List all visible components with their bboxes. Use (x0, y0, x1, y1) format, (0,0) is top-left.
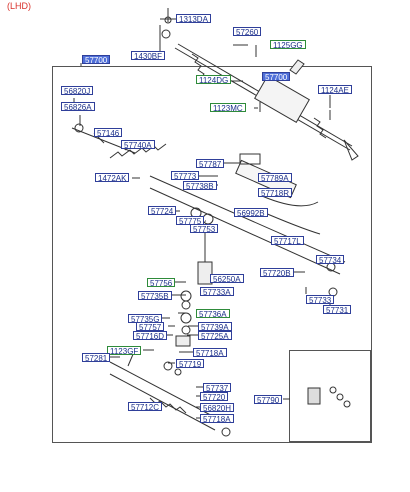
callout-1313DA: 1313DA (176, 14, 211, 24)
callout-56826A: 56826A (61, 102, 95, 112)
rack-housing (149, 175, 346, 263)
callout-57720B: 57720B (260, 268, 294, 278)
bracket (239, 153, 261, 165)
callout-57712C: 57712C (128, 402, 163, 412)
callout-57718R: 57718R (258, 188, 293, 198)
tie-rod-end (221, 427, 231, 437)
callout-57720: 57720 (200, 392, 229, 402)
callout-1124AE: 1124AE (318, 85, 352, 95)
callout-1472AK: 1472AK (95, 173, 130, 183)
callout-57789A: 57789A (258, 173, 292, 183)
seal-ring (202, 213, 214, 225)
feed-line (261, 195, 319, 207)
callout-57146: 57146 (94, 128, 123, 138)
lower-rack (109, 373, 216, 431)
callout-1123GF: 1123GF (107, 346, 142, 356)
retainer (175, 335, 191, 347)
assembly-frame (52, 66, 372, 443)
valve-body (197, 261, 213, 285)
callout-57281: 57281 (82, 353, 111, 363)
kit-seal (336, 393, 344, 401)
callout-57790: 57790 (254, 395, 283, 405)
callout-57725A: 57725A (198, 331, 232, 341)
pinion-valve (289, 59, 305, 75)
kit-seal (343, 400, 351, 408)
callout-57757: 57757 (136, 322, 165, 332)
callout-57734: 57734 (316, 255, 345, 265)
callout-57700-housing: 57700 (262, 72, 291, 82)
seal (181, 325, 191, 335)
callout-57736A: 57736A (196, 309, 230, 319)
boot (109, 143, 167, 159)
callout-57718A: 57718A (193, 348, 227, 358)
kit-seal (329, 386, 337, 394)
boot (313, 117, 327, 139)
callout-56992B: 56992B (234, 208, 268, 218)
seal (180, 312, 192, 324)
lhd-label: (LHD) (7, 1, 31, 11)
callout-56820H: 56820H (200, 403, 235, 413)
nut (163, 361, 173, 371)
callout-57773: 57773 (171, 171, 200, 181)
callout-57719: 57719 (176, 359, 205, 369)
tie-rod-end (74, 123, 84, 133)
callout-57739A: 57739A (198, 322, 232, 332)
tie-rod-end-right (343, 139, 359, 161)
callout-57738B: 57738B (183, 181, 217, 191)
callout-1125GG: 1125GG (270, 40, 306, 50)
kit-valve (307, 387, 321, 405)
callout-57756: 57756 (147, 278, 176, 288)
callout-1124DG: 1124DG (196, 75, 232, 85)
callout-1430BF: 1430BF (131, 51, 166, 61)
bolt-head (164, 16, 172, 24)
callout-57787: 57787 (196, 159, 225, 169)
callout-57718A-lower: 57718A (200, 414, 234, 424)
steering-gear-housing (254, 75, 310, 123)
callout-57724: 57724 (148, 206, 177, 216)
callout-57700-main: 57700 (82, 55, 111, 65)
o-ring (181, 300, 191, 310)
nut (174, 368, 182, 376)
kit-inset-frame (289, 350, 371, 442)
o-ring (180, 290, 192, 302)
callout-57735B: 57735B (138, 291, 172, 301)
callout-57733: 57733 (306, 295, 335, 305)
callout-57740A: 57740A (121, 140, 155, 150)
callout-57733A: 57733A (200, 287, 234, 297)
rack-housing (149, 187, 341, 275)
callout-56820J: 56820J (61, 86, 94, 96)
callout-57717L: 57717L (271, 236, 304, 246)
callout-57753: 57753 (190, 224, 219, 234)
callout-56250A: 56250A (210, 274, 244, 284)
callout-57731: 57731 (323, 305, 352, 315)
callout-1123MC: 1123MC (210, 103, 246, 113)
callout-57737: 57737 (203, 383, 232, 393)
callout-57260: 57260 (233, 27, 262, 37)
callout-57716D: 57716D (133, 331, 168, 341)
tie-rod-end (161, 29, 171, 39)
